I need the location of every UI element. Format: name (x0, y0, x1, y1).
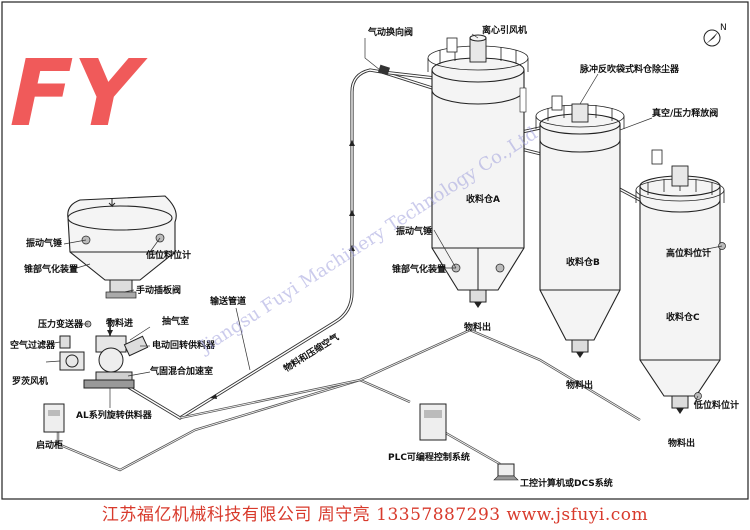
label-start-cabinet: 启动柜 (36, 439, 63, 451)
label-conveying-pipe: 输送管道 (210, 295, 246, 307)
label-plc: PLC可编程控制系统 (388, 451, 470, 463)
labels: 气动换向阀 离心引风机 脉冲反吹袋式料仓除尘器 真空/压力释放阀 收料仓A 收料… (10, 24, 739, 489)
logo-text: FY (0, 40, 152, 147)
silo-a (427, 34, 529, 308)
feeder-assembly (59, 318, 149, 389)
label-al-feeder: AL系列旋转供料器 (76, 409, 153, 421)
label-vent-chamber: 抽气室 (162, 315, 189, 327)
label-centrifugal-fan: 离心引风机 (482, 24, 527, 36)
silo-b (535, 95, 625, 358)
label-pressure-relief: 真空/压力释放阀 (652, 107, 718, 119)
start-cabinet-icon (43, 403, 65, 433)
footer-contact: 江苏福亿机械科技有限公司 周守亮 13357887293 www.jsfuyi.… (101, 505, 649, 525)
label-vibrator-left: 振动气锤 (26, 237, 62, 249)
label-low-level-meter-left: 低位料位计 (145, 249, 191, 261)
label-ipc: 工控计算机或DCS系统 (520, 477, 613, 489)
frame (1, 1, 749, 500)
label-air-filter: 空气过滤器 (10, 339, 56, 351)
silo-c (635, 149, 726, 414)
label-bin-a: 收料仓A (466, 193, 500, 205)
label-pneumatic-valve: 气动换向阀 (367, 26, 413, 38)
label-bin-c: 收料仓C (666, 311, 700, 323)
computer-icon (497, 463, 515, 477)
label-rotary-feeder: 电动回转供料器 (152, 339, 216, 351)
label-dust-collector: 脉冲反吹袋式料仓除尘器 (579, 63, 680, 75)
fy-logo: FY (0, 40, 152, 147)
compass: N (703, 23, 727, 47)
label-discharge-a: 物料出 (464, 321, 491, 333)
label-roots-blower: 罗茨风机 (12, 375, 48, 387)
source-hopper (67, 195, 177, 299)
label-high-level-meter: 高位料位计 (666, 247, 711, 259)
plc-icon (419, 403, 447, 441)
label-bin-b: 收料仓B (566, 256, 600, 268)
label-vibrator-a: 振动气锤 (396, 225, 432, 237)
label-cone-aerator-a: 锥部气化装置 (392, 263, 446, 275)
label-mixing-chamber: 气固混合加速室 (149, 365, 213, 377)
leader-lines (45, 33, 723, 408)
label-low-level-meter-c: 低位料位计 (693, 399, 739, 411)
label-cone-aerator-left: 锥部气化装置 (24, 263, 78, 275)
control-wiring (43, 328, 641, 481)
label-pressure-transmitter: 压力变送器 (38, 318, 84, 330)
compass-label: N (720, 23, 727, 33)
label-manual-gate: 手动插板阀 (136, 284, 181, 296)
label-discharge-c: 物料出 (668, 437, 695, 449)
label-material-in: 物料进 (106, 317, 133, 329)
label-discharge-b: 物料出 (566, 379, 593, 391)
